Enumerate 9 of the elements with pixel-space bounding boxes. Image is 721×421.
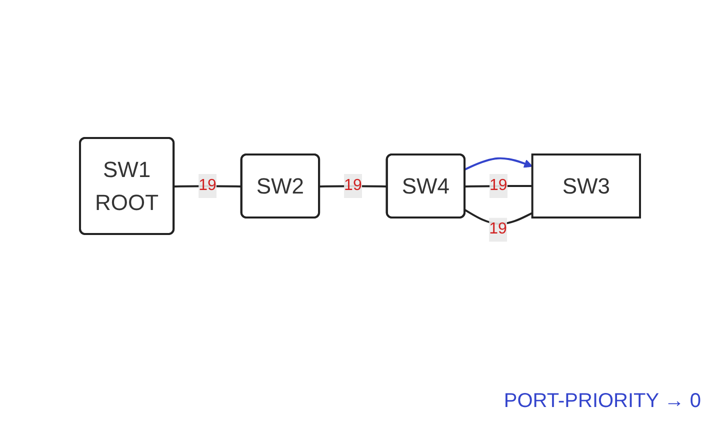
arrow [465,157,534,170]
connector [320,185,388,188]
edge-label: 19 [490,220,508,238]
note-text: PORT-PRIORITY → 0 [504,390,701,413]
edge-label: 19 [490,177,508,194]
edge-label: 19 [344,177,362,194]
connector [466,185,533,188]
edge-label: 19 [199,177,217,194]
node-box: SW3 [532,154,642,219]
